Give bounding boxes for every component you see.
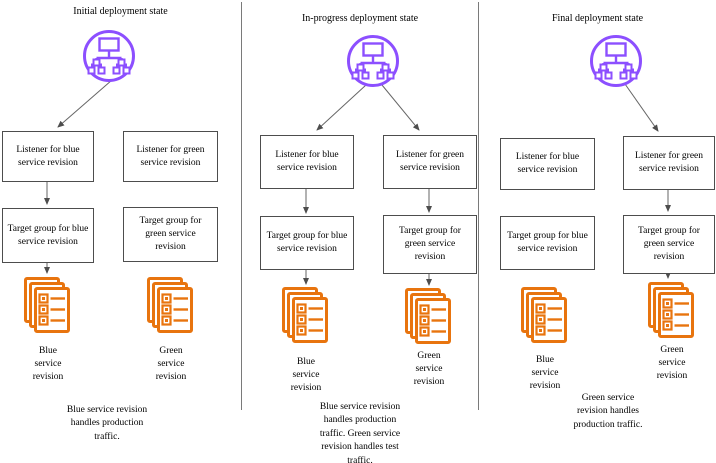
panel-final-deployment: Final deployment state Listener for blue… — [479, 0, 716, 463]
blue-service-revision-stack-icon — [521, 287, 567, 343]
panel-title: Initial deployment state — [73, 6, 168, 17]
panel-title: In-progress deployment state — [301, 13, 419, 24]
green-service-revision-label: Green service revision — [656, 345, 688, 382]
blue-service-revision-label: Blue service revision — [529, 355, 561, 392]
listener-blue-label: Listener for blue service revision — [275, 150, 339, 173]
listener-blue-label: Listener for blue service revision — [16, 144, 80, 168]
green-service-revision-stack-icon — [405, 288, 451, 344]
target-group-green-label: Target group for green service revision — [139, 216, 202, 252]
target-group-blue-box: Target group for blue service revision — [2, 208, 94, 263]
load-balancer-icon — [347, 35, 399, 87]
panel-in-progress-deployment: In-progress deployment state Listener fo… — [242, 0, 478, 463]
target-group-green-label: Target group for green service revision — [638, 226, 700, 262]
blue-service-revision-label: Blue service revision — [32, 346, 64, 383]
listener-blue-box: Listener for blue service revision — [500, 138, 595, 190]
target-group-blue-label: Target group for blue service revision — [507, 231, 588, 254]
blue-service-revision-stack-icon — [282, 287, 328, 343]
target-group-green-label: Target group for green service revision — [399, 226, 461, 262]
target-group-blue-label: Target group for blue service revision — [266, 231, 348, 254]
target-group-green-box: Target group for green service revision — [623, 215, 715, 274]
target-group-blue-label: Target group for blue service revision — [7, 223, 89, 247]
load-balancer-icon — [83, 30, 135, 82]
panel-caption: Blue service revision handles production… — [319, 402, 401, 463]
listener-blue-box: Listener for blue service revision — [2, 131, 94, 182]
panel-divider — [241, 2, 242, 410]
target-group-blue-box: Target group for blue service revision — [260, 216, 354, 270]
load-balancer-icon — [590, 35, 642, 87]
green-service-revision-label: Green service revision — [155, 346, 187, 383]
listener-green-label: Listener for green service revision — [136, 144, 205, 168]
green-service-revision-stack-icon — [147, 277, 193, 333]
blue-service-revision-label: Blue service revision — [290, 357, 322, 394]
listener-green-label: Listener for green service revision — [395, 150, 465, 173]
listener-green-box: Listener for green service revision — [383, 135, 477, 189]
target-group-green-box: Target group for green service revision — [383, 215, 477, 274]
blue-service-revision-stack-icon — [24, 277, 70, 333]
panel-title: Final deployment state — [551, 13, 644, 24]
target-group-blue-box: Target group for blue service revision — [500, 216, 595, 270]
listener-blue-box: Listener for blue service revision — [260, 135, 354, 189]
green-service-revision-label: Green service revision — [413, 351, 445, 388]
panel-caption: Green service revision handles productio… — [573, 393, 643, 430]
listener-green-label: Listener for green service revision — [634, 151, 704, 174]
listener-green-box: Listener for green service revision — [123, 131, 218, 182]
target-group-green-box: Target group for green service revision — [123, 207, 218, 262]
panel-divider — [478, 2, 479, 410]
listener-blue-label: Listener for blue service revision — [515, 152, 580, 175]
panel-initial-deployment: Initial deployment state Listener for bl… — [0, 0, 241, 463]
green-service-revision-stack-icon — [648, 282, 694, 338]
listener-green-box: Listener for green service revision — [623, 136, 715, 190]
panel-caption: Blue service revision handles production… — [66, 405, 148, 442]
